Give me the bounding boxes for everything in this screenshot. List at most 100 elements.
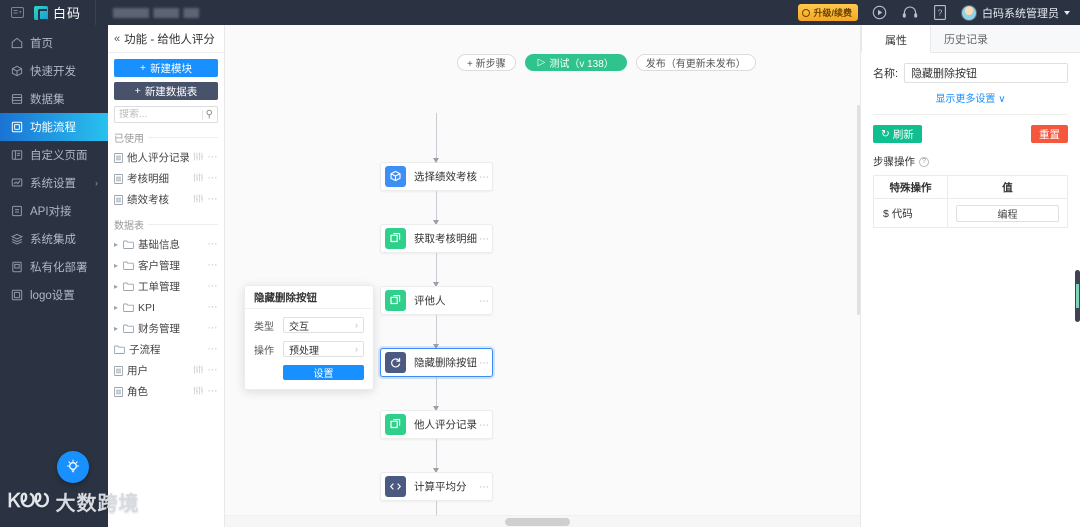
more-icon[interactable]: ⋯ [207,194,218,205]
search-input[interactable] [119,109,199,120]
filter-icon[interactable] [193,386,204,398]
sidebar-item-6[interactable]: 系统设置› [0,169,108,197]
chevron-right-icon[interactable]: ▸ [114,324,119,333]
canvas-vertical-scrollbar[interactable] [857,105,860,315]
name-label: 名称: [873,68,899,80]
user-menu[interactable]: 白码系统管理员 [961,4,1070,21]
page-icon [10,149,23,162]
list-item[interactable]: 绩效考核⋯ [108,189,224,210]
scrollbar-thumb[interactable] [505,518,570,526]
filter-icon[interactable] [193,173,204,185]
flow-node[interactable]: 选择绩效考核⋮ [380,162,493,191]
folder-item[interactable]: ▸工单管理⋯ [108,276,224,297]
new-module-button[interactable]: + 新建模块 [114,59,218,77]
publish-button[interactable]: 发布（有更新未发布） [635,54,756,71]
flow-node[interactable]: 获取考核明细⋮ [380,224,493,253]
more-icon[interactable]: ⋯ [207,152,218,163]
chevron-right-icon[interactable]: ▸ [114,240,119,249]
show-more-settings-link[interactable]: 显示更多设置 ∨ [873,90,1068,115]
help-icon[interactable]: ? [919,156,929,167]
list-item-label: 用户 [127,365,148,377]
tab-1[interactable]: 属性 [861,25,931,53]
sidebar-item-3[interactable]: 数据集 [0,85,108,113]
folder-item[interactable]: ▸ KPI ⋯ [108,297,224,318]
popup-action-select[interactable]: 预处理 › [283,341,364,357]
more-icon[interactable]: ⋯ [207,302,218,313]
flow-node[interactable]: 评他人⋮ [380,286,493,315]
flow-node[interactable]: 计算平均分⋮ [380,472,493,501]
folder-item[interactable]: ▸客户管理⋯ [108,255,224,276]
sidebar-item-8[interactable]: 系统集成 [0,225,108,253]
filter-icon[interactable] [193,365,204,377]
popup-type-select[interactable]: 交互 › [283,317,364,333]
sidebar-item-label: 功能流程 [30,122,76,134]
sidebar-item-7[interactable]: API对接 [0,197,108,225]
sidebar-item-label: logo设置 [30,290,75,302]
search-icon[interactable]: ⚲ [205,109,213,120]
app-logo[interactable]: 白码 [34,3,95,22]
more-icon[interactable]: ⋯ [207,260,218,271]
lightbulb-icon[interactable] [57,451,89,483]
more-icon[interactable]: ⋯ [207,344,218,355]
sidebar-item-9[interactable]: 私有化部署 [0,253,108,281]
list-item[interactable]: 子流程⋯ [108,339,224,360]
folder-item[interactable]: ▸基础信息⋯ [108,234,224,255]
more-icon[interactable]: ⋮ [478,357,489,368]
list-item[interactable]: 他人评分记录⋯ [108,147,224,168]
value-cell: 编程 [948,204,1067,222]
menu-icon[interactable] [0,7,34,18]
more-icon[interactable]: ⋮ [478,233,489,244]
more-icon[interactable]: ⋮ [478,171,489,182]
sidebar-item-5[interactable]: 自定义页面 [0,141,108,169]
sidebar-item-2[interactable]: 快速开发 [0,57,108,85]
more-icon[interactable]: ⋮ [478,481,489,492]
folder-item[interactable]: ▸财务管理⋯ [108,318,224,339]
edit-code-button[interactable]: 编程 [956,204,1059,222]
chevron-right-icon[interactable]: ▸ [114,282,119,291]
page-vertical-scrollbar[interactable] [1075,270,1080,322]
more-icon[interactable]: ⋯ [207,386,218,397]
flow-canvas[interactable]: + 新步骤 ▷ 测试（v 138） 发布（有更新未发布） 选择绩效考核⋮ 获取考核… [225,25,860,527]
new-step-button[interactable]: + 新步骤 [457,54,516,71]
cube-icon [10,65,23,78]
flow-node[interactable]: 他人评分记录⋮ [380,410,493,439]
home-icon [10,37,23,50]
scrollbar-thumb[interactable] [1076,284,1079,308]
list-item[interactable]: 考核明细⋯ [108,168,224,189]
filter-icon[interactable] [193,152,204,164]
search-box[interactable]: ⚲ [114,106,218,123]
flow-node[interactable]: 隐藏删除按钮⋮ [380,348,493,377]
api-icon [10,205,23,218]
row-actions: ⋯ [208,323,219,334]
canvas-horizontal-scrollbar[interactable] [225,515,860,527]
more-icon[interactable]: ⋯ [207,365,218,376]
more-icon[interactable]: ⋯ [207,323,218,334]
chevron-right-icon[interactable]: ▸ [114,261,119,270]
more-icon[interactable]: ⋮ [478,295,489,306]
name-input[interactable] [904,63,1068,83]
upgrade-button[interactable]: 升级/续费 [798,4,858,21]
filter-icon[interactable] [193,194,204,206]
book-help-icon[interactable]: ? [931,4,948,21]
more-icon[interactable]: ⋯ [207,173,218,184]
top-bar-right: 升级/续费 ? 白码系统管理员 [798,4,1080,21]
list-item[interactable]: 角色⋯ [108,381,224,402]
play-circle-icon[interactable] [871,4,888,21]
sidebar-item-4[interactable]: 功能流程 [0,113,108,141]
tab-2[interactable]: 历史记录 [944,33,988,46]
popup-confirm-button[interactable]: 设置 [283,365,364,380]
more-icon[interactable]: ⋮ [478,419,489,430]
reset-button[interactable]: 重置 [1031,125,1068,143]
test-button[interactable]: ▷ 测试（v 138） [524,54,627,71]
sidebar-item-10[interactable]: logo设置 [0,281,108,309]
more-icon[interactable]: ⋯ [207,281,218,292]
chevron-right-icon[interactable]: ▸ [114,303,119,312]
folder-label: KPI [138,301,155,314]
more-icon[interactable]: ⋯ [207,239,218,250]
list-item[interactable]: 用户 ⋯ [108,360,224,381]
refresh-button[interactable]: ↻ 刷新 [873,125,922,143]
double-chevron-left-icon[interactable]: « [114,32,120,45]
headset-icon[interactable] [901,4,918,21]
new-table-button[interactable]: + 新建数据表 [114,82,218,100]
sidebar-item-1[interactable]: 首页 [0,29,108,57]
